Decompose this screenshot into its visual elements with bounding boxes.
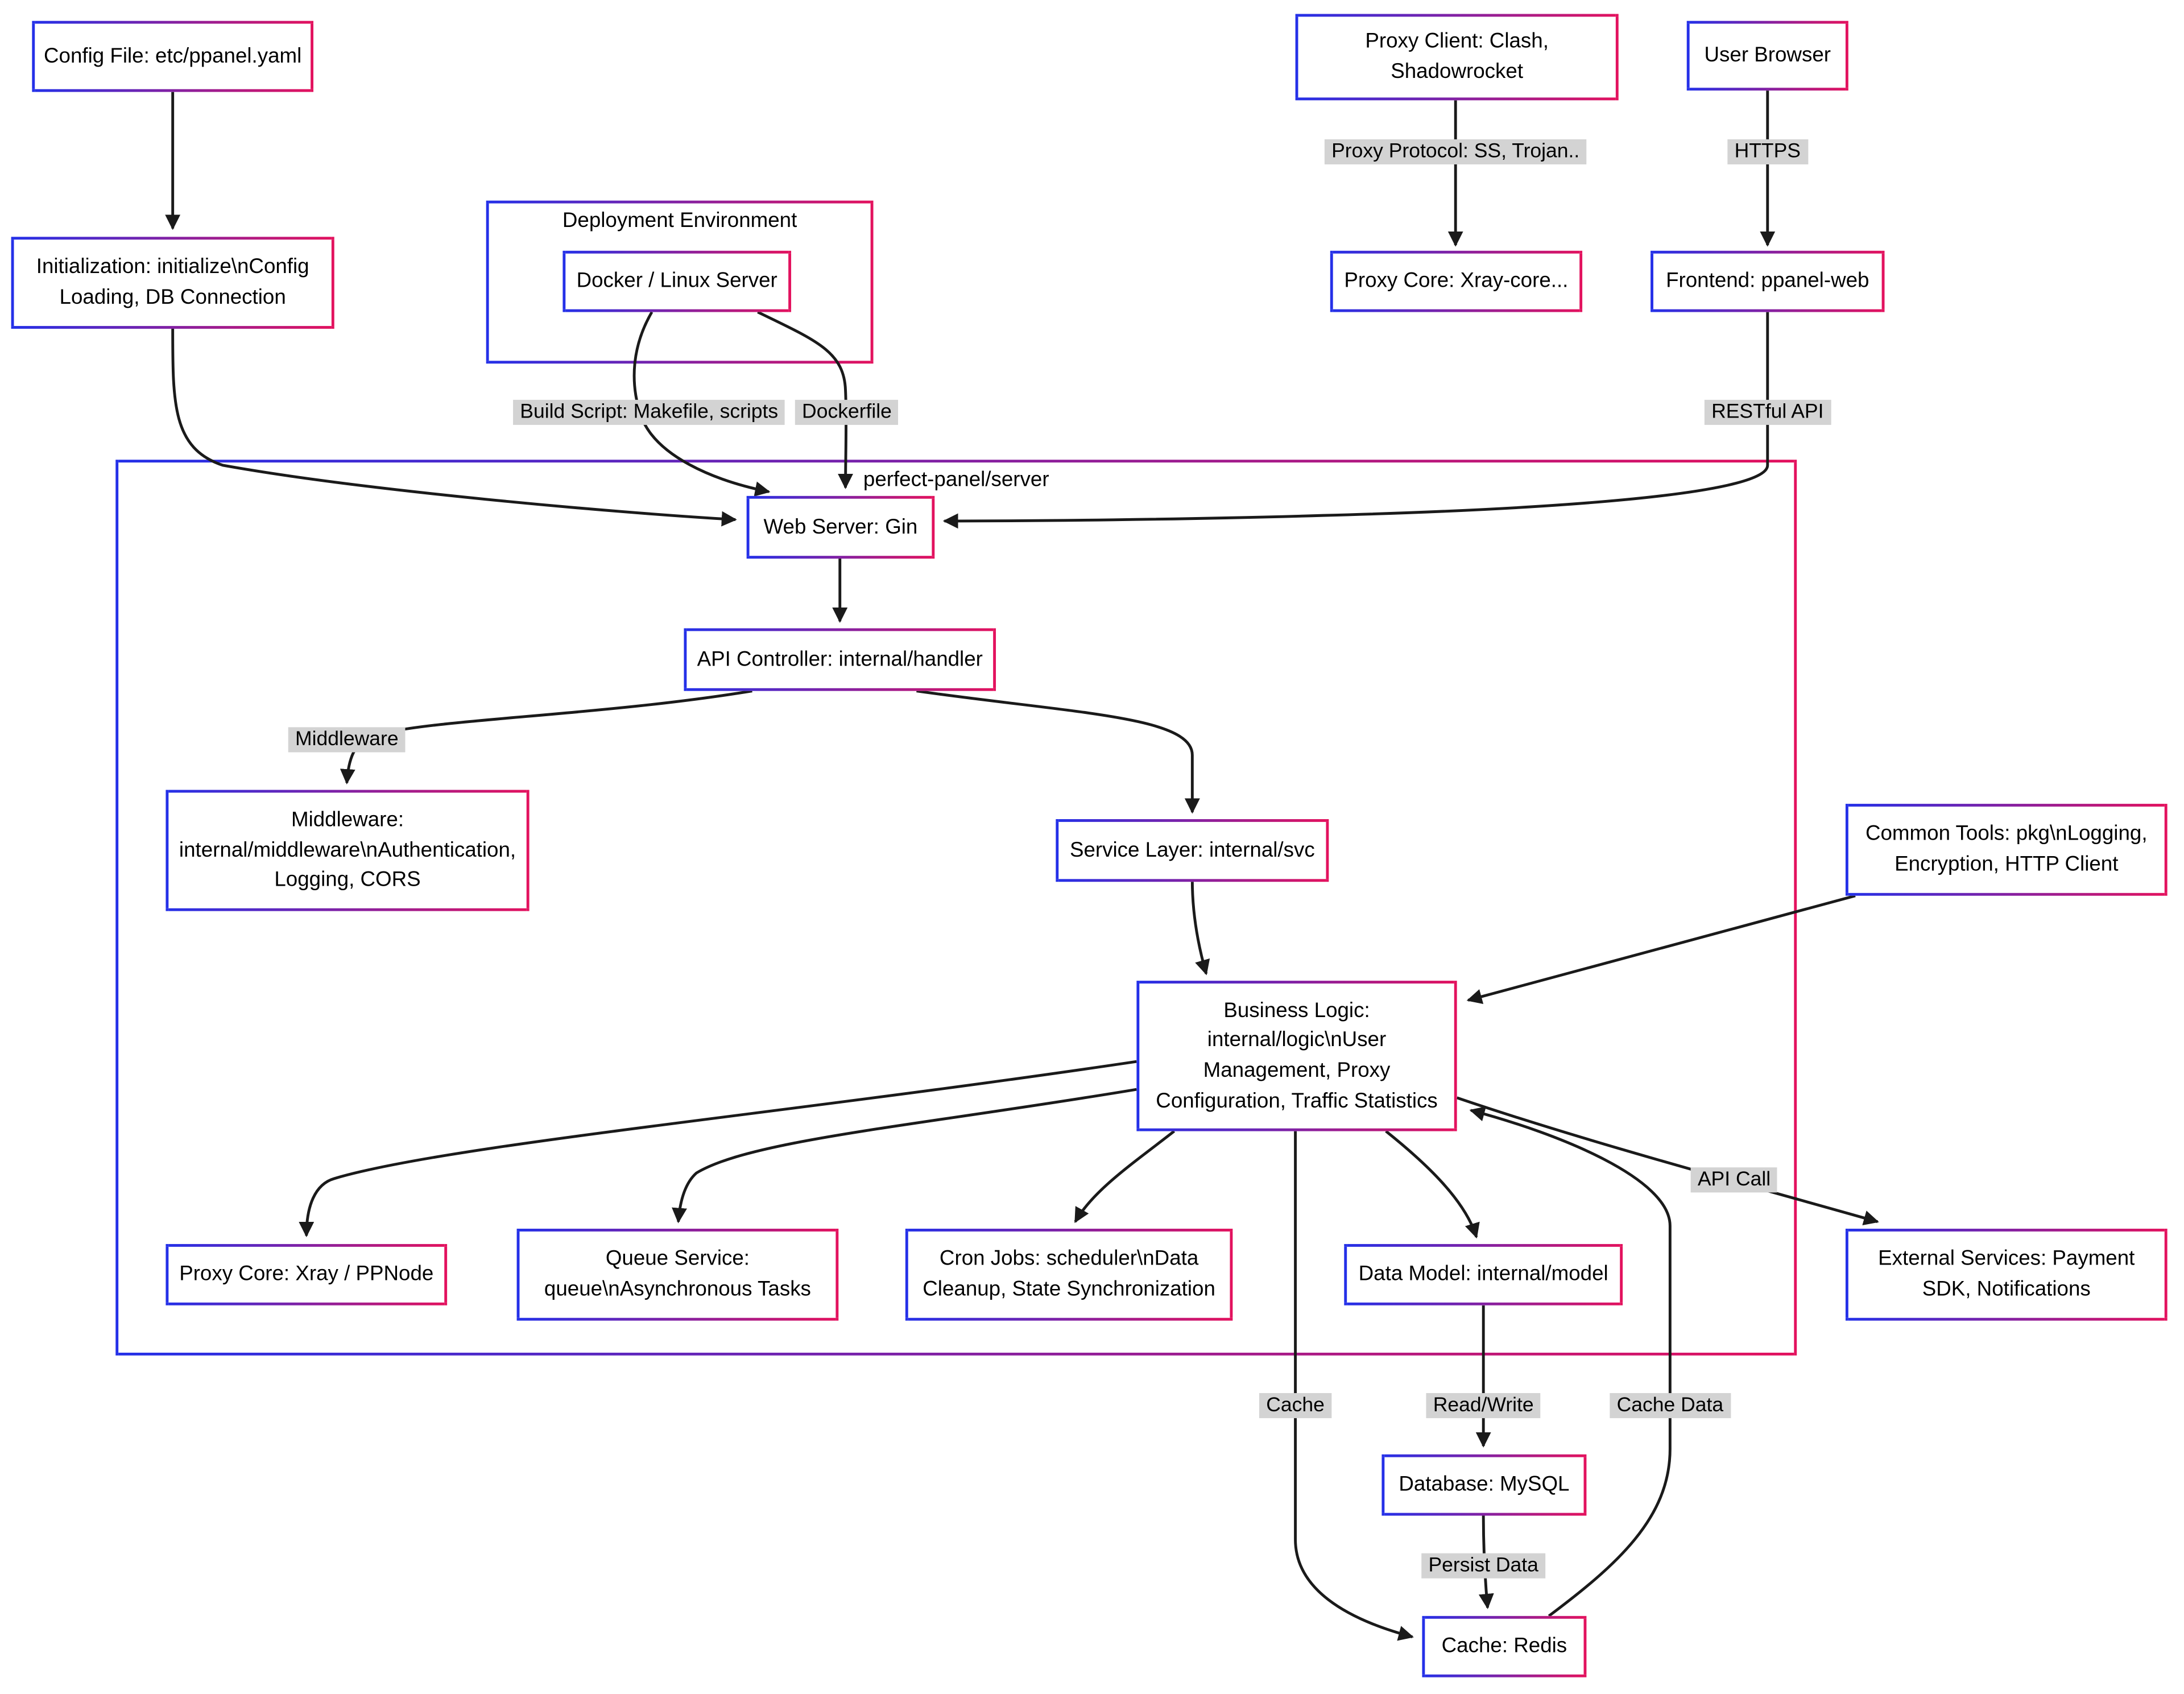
node-frontend: Frontend: ppanel-web (1651, 250, 1885, 312)
node-config-file: Config File: etc/ppanel.yaml (32, 20, 314, 92)
edge-apicontroller-to-servicelayer (916, 689, 1200, 814)
node-data-model: Data Model: internal/model (1344, 1243, 1623, 1305)
node-user-browser: User Browser (1686, 20, 1848, 91)
node-service-layer: Service Layer: internal/svc (1056, 819, 1329, 882)
node-middleware: Middleware: internal/middleware\nAuthent… (166, 790, 530, 911)
edge-label-persist-data: Persist Data (1421, 1553, 1546, 1579)
deployment-environment-title: Deployment Environment (562, 209, 797, 233)
edge-businesslogic-to-externalservices (1456, 1096, 1879, 1226)
edge-label-build-script: Build Script: Makefile, scripts (513, 399, 785, 425)
edge-businesslogic-to-queueservice (672, 1088, 1137, 1224)
node-proxy-client: Proxy Client: Clash, Shadowrocket (1295, 14, 1619, 101)
edge-label-https: HTTPS (1727, 139, 1808, 164)
edge-label-dockerfile: Dockerfile (795, 399, 899, 425)
edge-label-read-write: Read/Write (1426, 1393, 1541, 1419)
edge-label-api-call: API Call (1690, 1167, 1778, 1193)
edge-label-restful-api: RESTful API (1704, 399, 1831, 425)
node-api-controller: API Controller: internal/handler (684, 628, 996, 691)
edge-apicontroller-to-middleware (340, 689, 752, 785)
node-proxy-core-ppnode: Proxy Core: Xray / PPNode (166, 1243, 448, 1305)
edge-label-proxy-protocol: Proxy Protocol: SS, Trojan.. (1324, 139, 1587, 164)
node-cache-redis: Cache: Redis (1422, 1616, 1587, 1678)
node-business-logic: Business Logic: internal/logic\nUser Man… (1136, 981, 1457, 1131)
edge-frontend-to-webserver (942, 312, 1769, 529)
container-deployment-environment: Deployment Environment (486, 200, 874, 364)
node-cron-jobs: Cron Jobs: scheduler\nData Cleanup, Stat… (905, 1229, 1233, 1321)
edge-label-cache: Cache (1259, 1393, 1332, 1419)
perfect-panel-server-title: perfect-panel/server (863, 468, 1049, 492)
node-external-services: External Services: Payment SDK, Notifica… (1845, 1229, 2168, 1321)
node-initialization: Initialization: initialize\nConfig Loadi… (11, 237, 334, 329)
edge-businesslogic-to-cache (1294, 1131, 1414, 1641)
edge-docker-dockerfile-to-webserver (757, 311, 854, 489)
edge-label-middleware: Middleware (288, 727, 406, 753)
edge-label-cache-data: Cache Data (1610, 1393, 1731, 1419)
edge-cache-to-businesslogic (1469, 1106, 1672, 1617)
edge-servicelayer-to-businesslogic (1190, 880, 1210, 976)
node-web-server: Web Server: Gin (746, 495, 935, 559)
node-docker-linux-server: Docker / Linux Server (562, 250, 792, 312)
edge-businesslogic-to-proxycorenode (299, 1060, 1137, 1237)
edge-commontools-to-businesslogic (1466, 894, 1856, 1004)
edge-businesslogic-to-datamodel (1385, 1130, 1480, 1239)
edge-initialization-to-webserver (171, 328, 737, 527)
node-proxy-core-xray: Proxy Core: Xray-core... (1330, 250, 1583, 312)
node-common-tools: Common Tools: pkg\nLogging, Encryption, … (1845, 804, 2168, 896)
edge-businesslogic-to-cronjobs (1074, 1130, 1176, 1224)
node-queue-service: Queue Service: queue\nAsynchronous Tasks (516, 1229, 839, 1321)
node-database-mysql: Database: MySQL (1381, 1454, 1587, 1516)
